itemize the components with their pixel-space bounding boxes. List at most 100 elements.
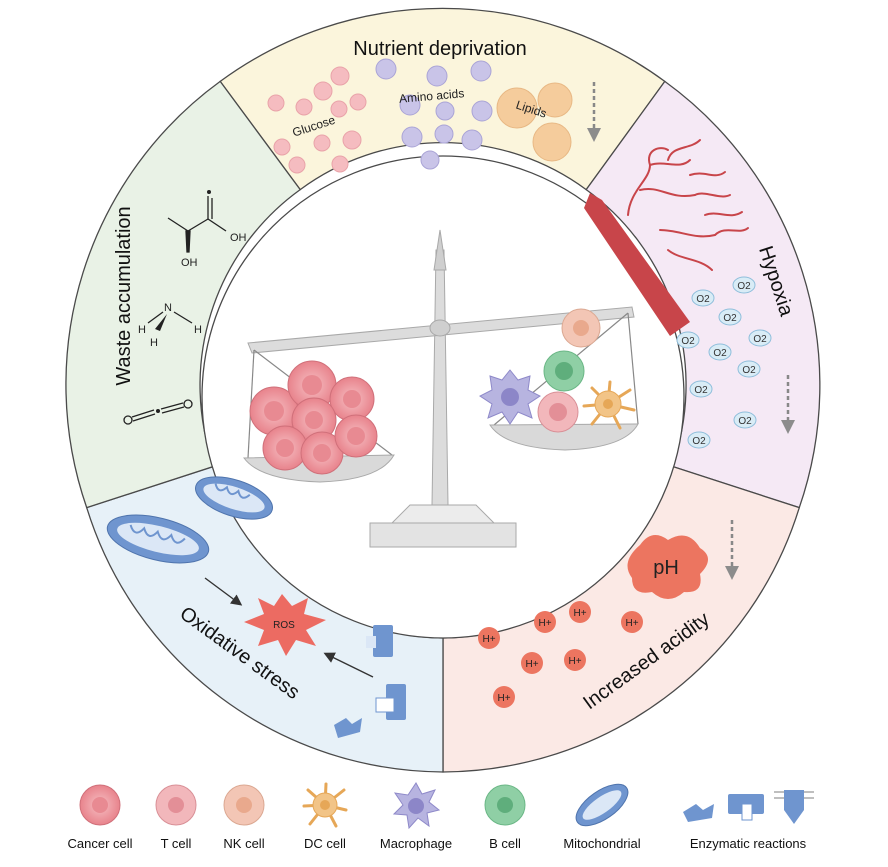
glucose-molecules <box>267 66 367 174</box>
nk-cell-icon <box>223 784 265 826</box>
lipid-molecules <box>496 82 573 162</box>
h-ion: H+ <box>493 686 515 708</box>
o2-bubble: O2 <box>691 289 715 307</box>
nk-cell-icon <box>561 308 601 348</box>
h-ion: H+ <box>569 601 591 623</box>
ph-badge: pH <box>627 535 708 599</box>
legend-item-macrophage: Macrophage <box>368 780 464 867</box>
ros-label: ROS <box>273 620 295 631</box>
svg-text:H+: H+ <box>625 618 638 629</box>
legend-label: T cell <box>160 836 192 851</box>
h-ion: H+ <box>521 652 543 674</box>
scale-base <box>369 522 517 548</box>
o2-bubble: O2 <box>718 308 742 326</box>
cancer-cell-icon <box>79 784 121 826</box>
legend: Cancer cell T cell NK cell DC cell Macro… <box>0 780 888 867</box>
svg-text:H: H <box>194 324 202 336</box>
enzyme-icon <box>334 625 406 738</box>
mitochondria-icon <box>106 514 210 564</box>
svg-text:H+: H+ <box>525 659 538 670</box>
svg-text:O2: O2 <box>692 436 706 447</box>
svg-text:H+: H+ <box>482 634 495 645</box>
legend-item-cancer-cell: Cancer cell <box>55 780 145 867</box>
legend-item-t-cell: T cell <box>145 780 207 867</box>
svg-text:O2: O2 <box>737 281 751 292</box>
mitochondria-icon <box>195 476 273 520</box>
nutrient-section: Nutrient deprivation Glucose Amino acids… <box>267 38 601 174</box>
svg-text:H+: H+ <box>573 608 586 619</box>
lactic-acid-structure <box>167 196 227 253</box>
o2-bubble: O2 <box>687 431 711 449</box>
blood-vessel-icon <box>584 139 749 336</box>
scale-pan-right <box>489 423 639 451</box>
legend-label: NK cell <box>223 836 265 851</box>
h-ion: H+ <box>534 611 556 633</box>
o2-bubble: O2 <box>732 276 756 294</box>
macrophage-icon <box>479 369 541 425</box>
sector-waste-accumulation <box>65 80 302 509</box>
waste-section: Waste accumulation OH OH N H H H <box>113 190 247 425</box>
svg-text:H: H <box>138 324 146 336</box>
legend-item-enzymatic-reactions: Enzymatic reactions <box>668 780 828 867</box>
cancer-cell-icon <box>291 397 337 443</box>
cancer-cell-cluster <box>249 360 378 475</box>
h-ion: H+ <box>478 627 500 649</box>
legend-label: Cancer cell <box>67 836 133 851</box>
b-cell-icon <box>484 784 526 826</box>
b-cell-icon <box>543 350 585 392</box>
enzyme-icon <box>683 790 814 824</box>
t-cell-icon <box>537 391 579 433</box>
t-cell-icon <box>155 784 197 826</box>
svg-text:H+: H+ <box>568 656 581 667</box>
amino-acids-label: Amino acids <box>398 86 464 106</box>
svg-text:H+: H+ <box>538 618 551 629</box>
legend-label: Mitochondrial <box>563 836 641 851</box>
legend-label: Macrophage <box>379 836 453 851</box>
legend-label: DC cell <box>304 836 346 851</box>
svg-text:O2: O2 <box>723 313 737 324</box>
svg-text:O2: O2 <box>696 294 710 305</box>
ros-burst-icon: ROS <box>244 594 326 656</box>
legend-item-nk-cell: NK cell <box>207 780 281 867</box>
legend-label: B cell <box>489 836 521 851</box>
svg-text:H+: H+ <box>497 693 510 704</box>
waste-title: Waste accumulation <box>113 206 135 385</box>
svg-text:H: H <box>150 337 158 349</box>
o2-bubble: O2 <box>676 331 700 349</box>
cancer-cell-icon <box>262 425 308 471</box>
mitochondria-icon <box>575 783 629 827</box>
legend-item-b-cell: B cell <box>470 780 540 867</box>
legend-item-dc-cell: DC cell <box>287 780 363 867</box>
h-ion: H+ <box>621 611 643 633</box>
lactic-oh2-label: OH <box>181 257 198 269</box>
macrophage-icon <box>392 782 441 830</box>
hypoxia-section: Hypoxia O2 O2 O2 O2 O2 <box>584 139 798 449</box>
h-ion: H+ <box>564 649 586 671</box>
cancer-cell-icon <box>300 431 344 475</box>
svg-text:O2: O2 <box>742 365 756 376</box>
o2-bubble: O2 <box>689 380 713 398</box>
ammonia-structure: N H H H <box>138 302 202 349</box>
svg-text:O2: O2 <box>694 385 708 396</box>
o2-bubble: O2 <box>748 329 772 347</box>
hydrogen-ions: H+ H+ H+ H+ H+ H+ H+ <box>478 601 643 708</box>
carbon-dioxide-structure <box>123 399 193 425</box>
nutrient-title: Nutrient deprivation <box>353 38 526 60</box>
lactic-oh-label: OH <box>230 232 247 244</box>
svg-text:O2: O2 <box>753 334 767 345</box>
ph-label: pH <box>653 557 679 579</box>
amino-acid-molecules <box>375 58 493 170</box>
svg-text:N: N <box>164 302 172 314</box>
svg-text:O2: O2 <box>713 348 727 359</box>
o2-bubble: O2 <box>737 360 761 378</box>
legend-label: Enzymatic reactions <box>689 836 807 851</box>
cancer-cell-icon <box>329 376 375 422</box>
oxygen-molecules: O2 O2 O2 O2 O2 O2 O2 O2 O2 O2 <box>676 276 772 449</box>
svg-text:O2: O2 <box>681 336 695 347</box>
o2-bubble: O2 <box>708 343 732 361</box>
immune-cells <box>479 308 636 433</box>
dc-cell-icon <box>582 380 636 430</box>
legend-item-mitochondrial: Mitochondrial <box>548 780 656 867</box>
cancer-cell-icon <box>334 414 378 458</box>
